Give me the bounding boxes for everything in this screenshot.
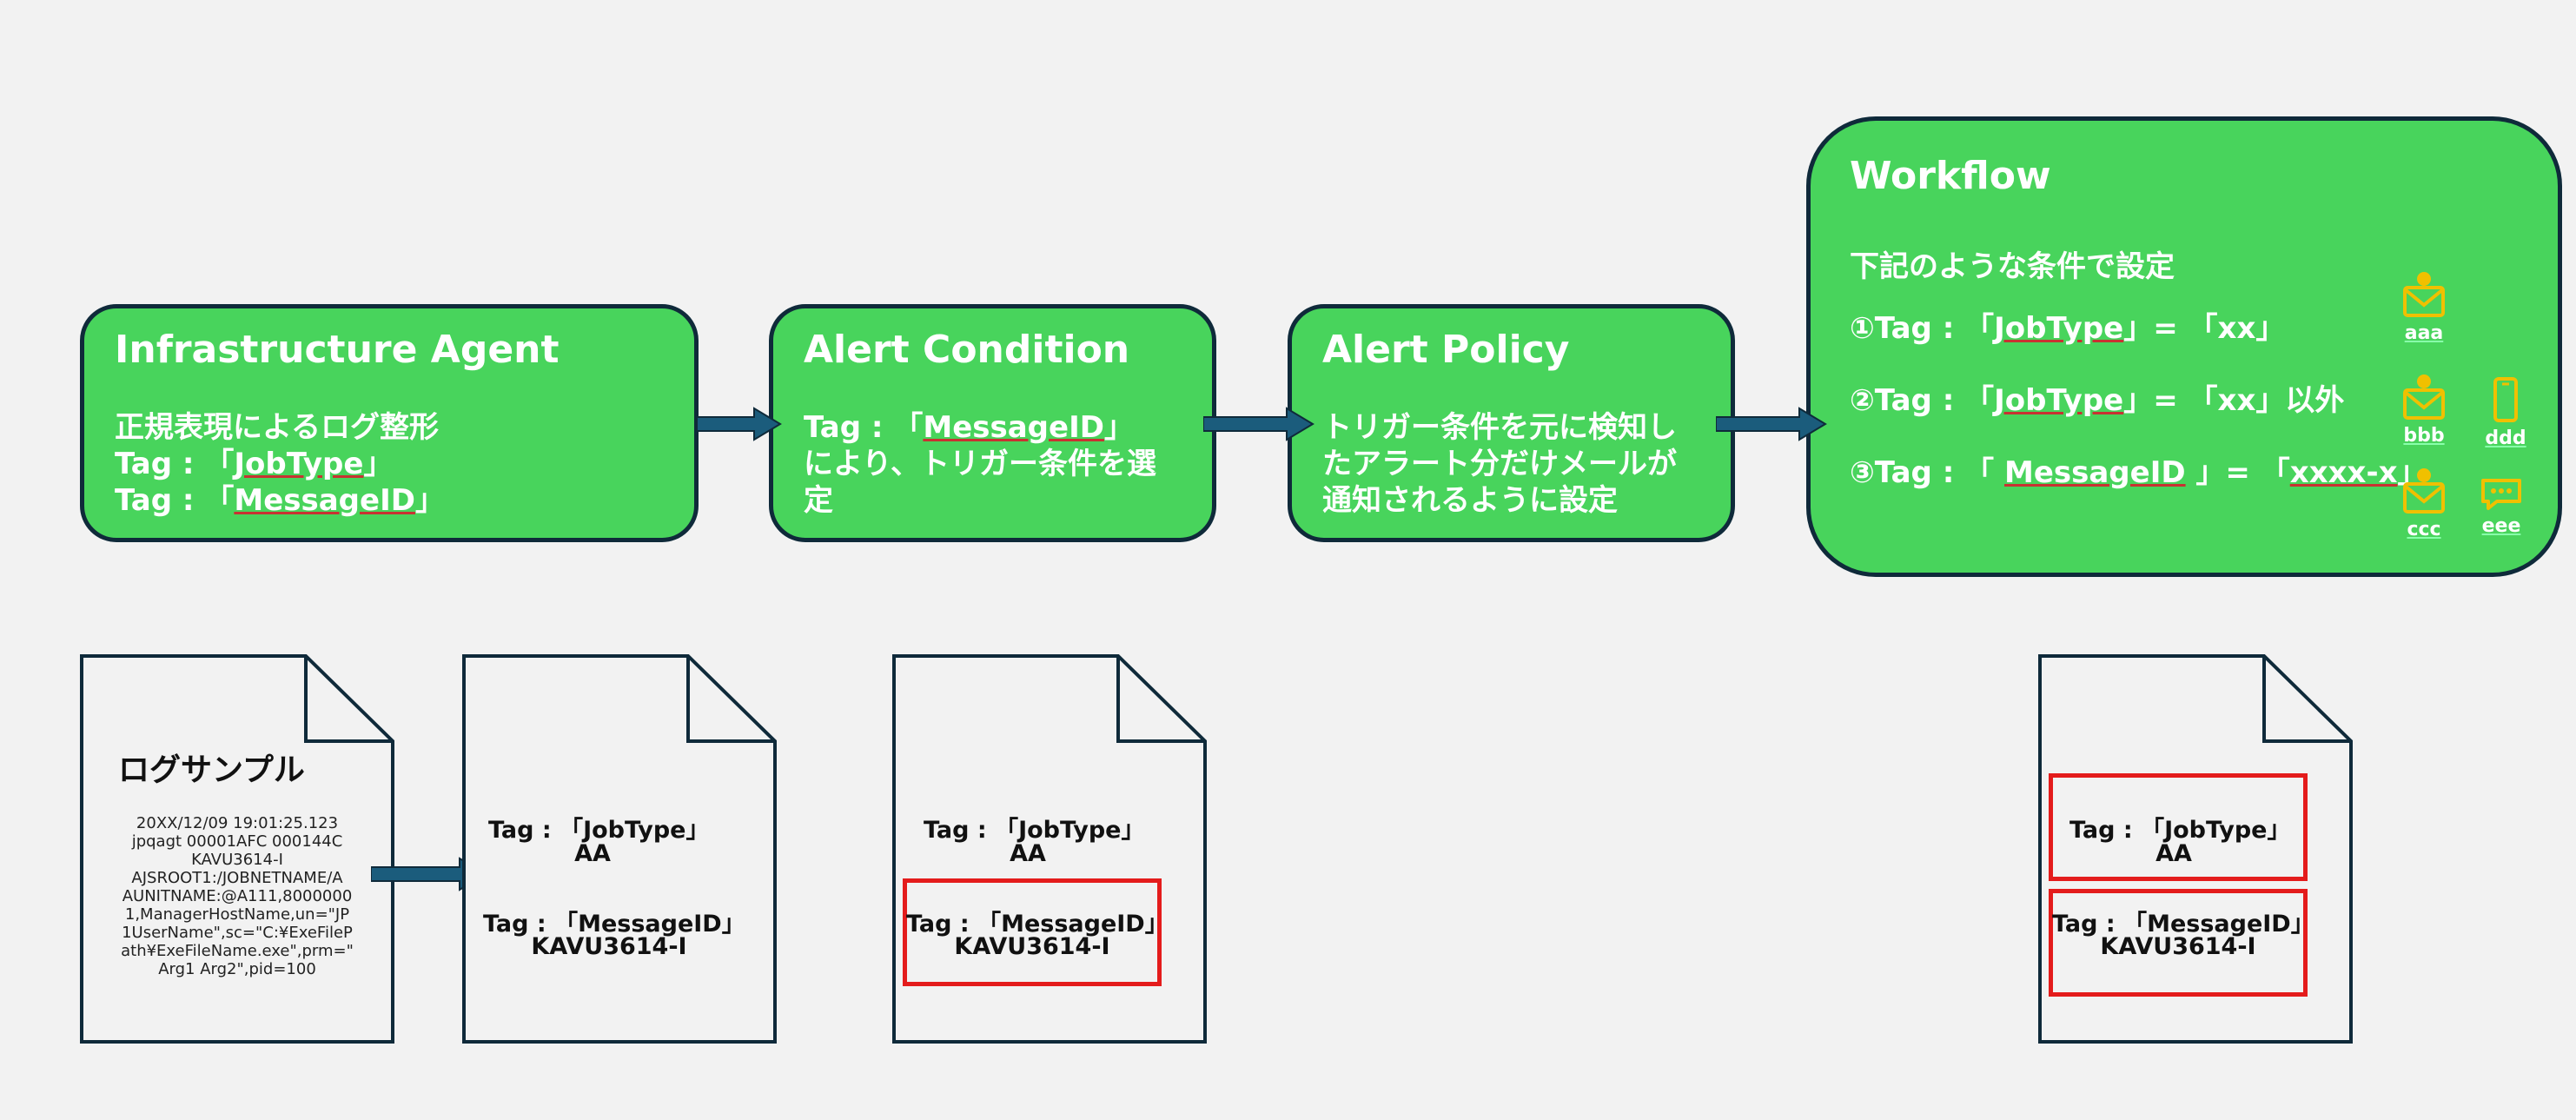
log-line: 20XX/12/09 19:01:25.123 [136,814,339,832]
workflow-box: Workflow 下記のような条件で設定 ①Tag : 「JobType」= 「… [1806,116,2562,577]
log-line: ath¥ExeFileName.exe",prm=" [121,942,354,960]
log-line: AUNITNAME:@A111,8000000 [122,887,353,905]
parsed-tags-document: Tag : 「JobType」 AA Tag : 「MessageID」 KAV… [462,654,777,1044]
flow-arrow-3 [1716,407,1827,441]
alert-policy-line3: 通知されるように設定 [1322,483,1618,518]
document-icon [892,654,1207,1044]
log-line: jpqagt 00001AFC 000144C [131,832,343,851]
workflow-messageid-label: Tag : 「MessageID」 [2052,911,2314,938]
alert-policy-title: Alert Policy [1322,328,1570,372]
alert-condition-line2: により、トリガー条件を選 [804,447,1156,481]
flow-arrow-1 [697,407,782,441]
condition-jobtype-value: AA [1010,840,1046,867]
parsed-jobtype-label: Tag : 「JobType」 [488,817,710,844]
workflow-jobtype-label: Tag : 「JobType」 [2069,817,2291,844]
parsed-jobtype-value: AA [574,840,611,867]
recipient-bbb-label: bbb [2403,425,2445,447]
alert-condition-line3: 定 [804,483,833,518]
alert-policy-line2: たアラート分だけメールが [1322,447,1677,481]
recipient-ddd-label: ddd [2485,427,2526,449]
recipient-ccc-label: ccc [2407,519,2441,540]
workflow-title: Workflow [1850,154,2051,198]
workflow-subtitle: 下記のような条件で設定 [1850,249,2175,284]
condition-messageid-label: Tag : 「MessageID」 [906,911,1169,938]
mail-person-icon [2403,468,2445,514]
mail-person-icon [2403,374,2445,420]
recipient-eee-label: eee [2481,515,2521,537]
workflow-jobtype-highlight [2049,773,2308,881]
recipient-bbb: bbb [2398,373,2450,447]
alert-condition-title: Alert Condition [804,328,1130,372]
log-line: 1UserName",sc="C:¥ExeFileP [122,924,353,942]
workflow-condition-1: ①Tag : 「JobType」= 「xx」 [1850,311,2286,346]
workflow-condition-3: ③Tag : 「 MessageID 」= 「xxxx-x」 [1850,455,2427,490]
infrastructure-agent-line3: Tag : 「MessageID」 [115,483,445,518]
document-icon [462,654,777,1044]
recipient-ddd: ddd [2480,377,2532,449]
recipient-aaa: aaa [2398,270,2450,344]
recipient-aaa-label: aaa [2404,322,2444,344]
workflow-messageid-highlight [2049,889,2308,997]
document-icon [2038,654,2353,1044]
document-icon [80,654,394,1044]
workflow-jobtype-value: AA [2155,840,2192,867]
workflow-condition-2: ②Tag : 「JobType」= 「xx」以外 [1850,383,2345,418]
parsed-messageid-label: Tag : 「MessageID」 [483,911,745,938]
condition-messageid-highlight [903,878,1162,986]
alert-condition-box: Alert Condition Tag : 「MessageID」 により、トリ… [769,304,1216,542]
mobile-phone-icon [2493,377,2518,422]
log-line: Arg1 Arg2",pid=100 [158,960,316,978]
condition-jobtype-label: Tag : 「JobType」 [924,817,1145,844]
parsed-messageid-value: KAVU3614-I [531,933,687,960]
log-line: 1,ManagerHostName,un="JP [124,905,350,924]
log-line: AJSROOT1:/JOBNETNAME/A [131,869,343,887]
mail-person-icon [2403,272,2445,317]
alert-policy-line1: トリガー条件を元に検知し [1322,410,1677,445]
log-sample-title: ログサンプル [118,752,305,788]
flow-arrow-2 [1203,407,1314,441]
workflow-document: Tag : 「JobType」 AA Tag : 「MessageID」 KAV… [2038,654,2353,1044]
recipient-ccc: ccc [2398,467,2450,540]
alert-policy-box: Alert Policy トリガー条件を元に検知し たアラート分だけメールが 通… [1288,304,1735,542]
infrastructure-agent-line2: Tag : 「JobType」 [115,447,394,481]
workflow-messageid-value: KAVU3614-I [2100,933,2256,960]
condition-document: Tag : 「JobType」 AA Tag : 「MessageID」 KAV… [892,654,1207,1044]
alert-condition-line1: Tag : 「MessageID」 [804,410,1134,445]
infrastructure-agent-box: Infrastructure Agent 正規表現によるログ整形 Tag : 「… [80,304,699,542]
condition-messageid-value: KAVU3614-I [954,933,1110,960]
chat-bubble-icon [2481,479,2521,510]
infrastructure-agent-line1: 正規表現によるログ整形 [115,410,439,445]
recipient-eee: eee [2475,477,2527,537]
infrastructure-agent-title: Infrastructure Agent [115,328,560,372]
log-line: KAVU3614-I [191,851,283,869]
